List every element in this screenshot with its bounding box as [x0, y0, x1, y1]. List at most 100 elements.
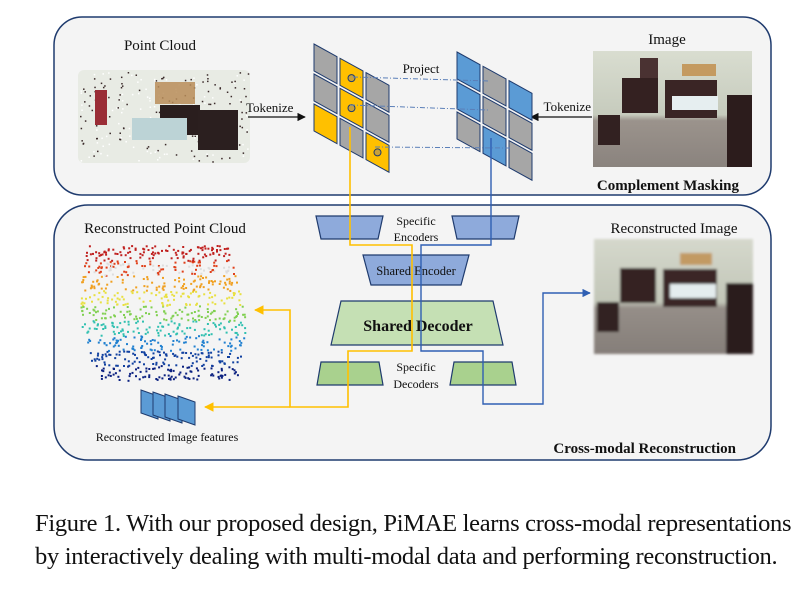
- point: [200, 272, 203, 275]
- point: [163, 285, 166, 288]
- reconstructed-image-features-label: Reconstructed Image features: [96, 430, 239, 444]
- point: [181, 351, 184, 354]
- point: [195, 337, 198, 340]
- point: [183, 261, 186, 264]
- point: [126, 302, 129, 305]
- point: [101, 353, 104, 356]
- point: [176, 327, 179, 330]
- point: [148, 312, 151, 315]
- point: [220, 299, 223, 302]
- point: [197, 261, 200, 264]
- point: [160, 268, 163, 271]
- point: [144, 332, 147, 335]
- point: [146, 285, 149, 288]
- point: [109, 269, 112, 272]
- point: [195, 367, 198, 370]
- point: [234, 275, 237, 278]
- point: [195, 303, 198, 306]
- point: [121, 100, 124, 102]
- point: [214, 294, 217, 297]
- point: [172, 352, 175, 355]
- point: [186, 327, 189, 330]
- point: [111, 259, 114, 262]
- point: [154, 245, 157, 248]
- point: [170, 317, 173, 320]
- point: [142, 300, 145, 303]
- point: [126, 274, 129, 277]
- point: [87, 341, 90, 344]
- image-specific-encoder: [451, 215, 520, 240]
- point: [165, 293, 168, 296]
- point: [236, 361, 239, 364]
- point: [162, 304, 165, 307]
- point: [92, 320, 95, 323]
- point: [110, 262, 113, 265]
- point: [219, 88, 221, 90]
- point: [152, 254, 155, 257]
- point: [178, 280, 181, 283]
- visible-token: [508, 79, 533, 122]
- point: [100, 275, 103, 278]
- point: [98, 265, 101, 268]
- point: [80, 302, 83, 305]
- point: [201, 365, 204, 367]
- point: [190, 352, 192, 355]
- point: [150, 292, 153, 295]
- point: [120, 273, 123, 276]
- point: [117, 344, 120, 347]
- point: [233, 82, 236, 85]
- point: [135, 315, 138, 318]
- point: [92, 252, 94, 255]
- point: [102, 323, 105, 326]
- point: [192, 104, 195, 106]
- point: [126, 306, 129, 308]
- point: [138, 317, 141, 320]
- point: [124, 254, 127, 257]
- point: [187, 313, 190, 316]
- point: [154, 252, 157, 255]
- point: [162, 285, 165, 288]
- point: [202, 286, 205, 289]
- point: [174, 261, 177, 264]
- point: [132, 345, 135, 348]
- point: [126, 350, 129, 353]
- point: [224, 373, 227, 376]
- point: [202, 81, 204, 83]
- point: [96, 137, 98, 140]
- point: [197, 315, 200, 318]
- point: [207, 303, 210, 306]
- point: [95, 269, 98, 272]
- point: [240, 355, 242, 358]
- point: [149, 116, 152, 119]
- point: [133, 360, 136, 363]
- point: [219, 249, 222, 252]
- point: [127, 360, 130, 363]
- point: [96, 324, 99, 327]
- point: [123, 365, 125, 367]
- point: [155, 272, 158, 275]
- point: [81, 326, 84, 328]
- point: [195, 320, 198, 323]
- point: [120, 137, 122, 139]
- point: [150, 349, 153, 352]
- point: [203, 328, 206, 331]
- point: [141, 345, 144, 347]
- point: [233, 273, 235, 275]
- point: [93, 321, 96, 324]
- point: [223, 341, 226, 344]
- point: [162, 361, 165, 364]
- point: [162, 268, 165, 271]
- point: [82, 305, 85, 308]
- point: [116, 297, 119, 300]
- point: [161, 287, 164, 290]
- point: [185, 287, 188, 289]
- point: [92, 314, 95, 317]
- point: [98, 271, 101, 274]
- point: [122, 263, 125, 266]
- point: [100, 287, 103, 290]
- point: [188, 378, 191, 380]
- point: [239, 344, 242, 347]
- point: [188, 296, 190, 299]
- point: [92, 280, 95, 283]
- point: [204, 333, 207, 336]
